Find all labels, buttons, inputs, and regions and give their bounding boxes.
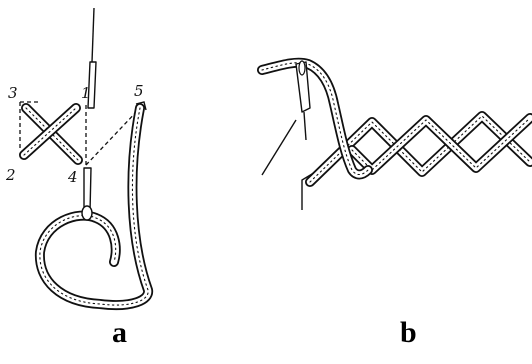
working-thread-b <box>262 63 368 175</box>
fabric-edges <box>262 120 322 210</box>
point-labels: 1 2 3 4 5 <box>5 82 144 186</box>
needle-b <box>296 61 310 140</box>
point-label-4: 4 <box>67 168 78 186</box>
caption-a: a <box>112 318 127 348</box>
panel-b-drawing <box>262 61 530 210</box>
point-label-2: 2 <box>5 166 16 184</box>
point-label-1: 1 <box>81 84 91 102</box>
point-label-5: 5 <box>134 82 144 100</box>
needle-lower <box>82 168 92 220</box>
cross-stitch-x <box>24 108 78 160</box>
caption-b: b <box>400 318 417 348</box>
point-label-3: 3 <box>8 84 18 102</box>
panel-a-drawing: 1 2 3 4 5 <box>5 8 148 305</box>
